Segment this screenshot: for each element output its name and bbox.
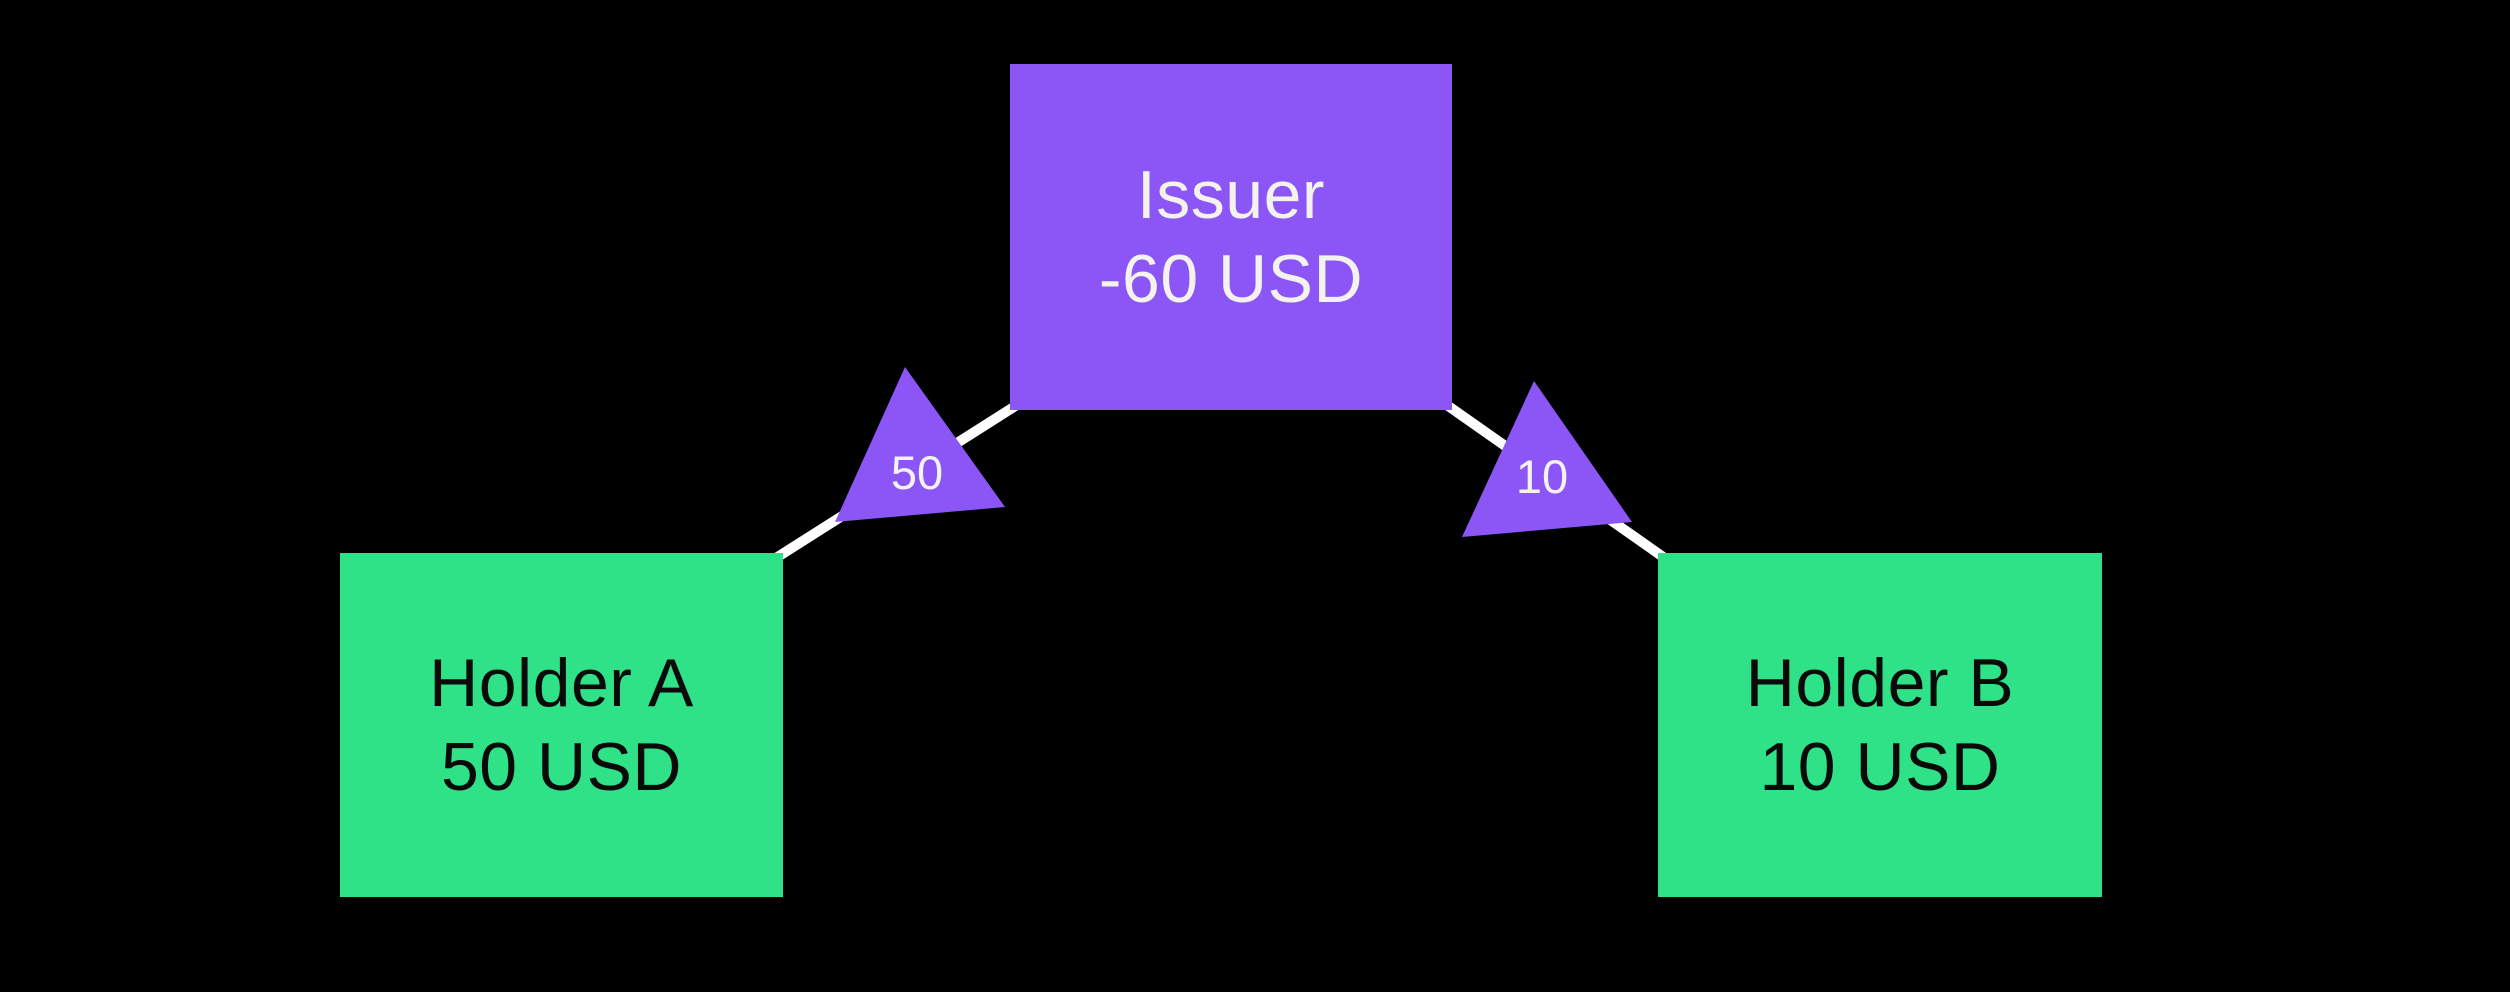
holder-b-node-balance: 10 USD [1759, 729, 2001, 805]
edge-b-amount-label: 10 [1516, 450, 1568, 503]
edge-a-amount-label: 50 [891, 446, 943, 499]
holder-b-node: Holder B 10 USD [1658, 553, 2102, 897]
holder-b-node-label: Holder B [1745, 645, 2015, 721]
issuer-node-balance: -60 USD [1098, 241, 1364, 317]
holder-a-node: Holder A 50 USD [340, 553, 783, 897]
issuer-node-label: Issuer [1136, 157, 1326, 233]
holder-a-node-label: Holder A [429, 645, 694, 721]
edge-a-triangle-marker [835, 367, 1005, 522]
issuer-node: Issuer -60 USD [1010, 64, 1452, 410]
edge-b-triangle-marker [1462, 381, 1632, 537]
holder-a-node-balance: 50 USD [440, 729, 683, 805]
